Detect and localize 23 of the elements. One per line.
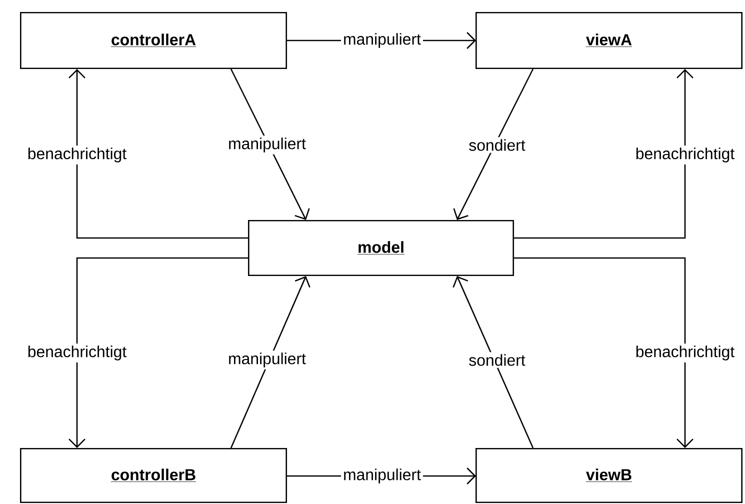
edge-label: benachrichtigt <box>25 344 129 362</box>
edge-label: manipuliert <box>226 136 308 154</box>
arrow <box>514 69 694 239</box>
edge-label: manipuliert <box>226 350 308 370</box>
arrow <box>514 257 694 448</box>
arrow <box>230 68 310 220</box>
edge-label: manipuliert <box>341 466 423 486</box>
class-box: viewB <box>476 448 742 503</box>
edge-label: benachrichtigt <box>633 146 737 164</box>
arrow <box>68 257 248 448</box>
edge-label: sondiert <box>466 352 528 368</box>
arrow <box>230 276 310 448</box>
arrow <box>453 68 534 220</box>
class-box: model <box>248 220 514 276</box>
class-box: viewA <box>476 12 742 69</box>
edge-label: benachrichtigt <box>633 344 737 362</box>
edge-label: sondiert <box>466 137 528 153</box>
class-box: controllerA <box>20 12 287 69</box>
arrow <box>452 276 534 448</box>
arrow <box>68 69 248 239</box>
edge-label: benachrichtigt <box>25 146 129 164</box>
class-box: controllerB <box>20 448 287 503</box>
edge-label: manipuliert <box>341 31 423 50</box>
